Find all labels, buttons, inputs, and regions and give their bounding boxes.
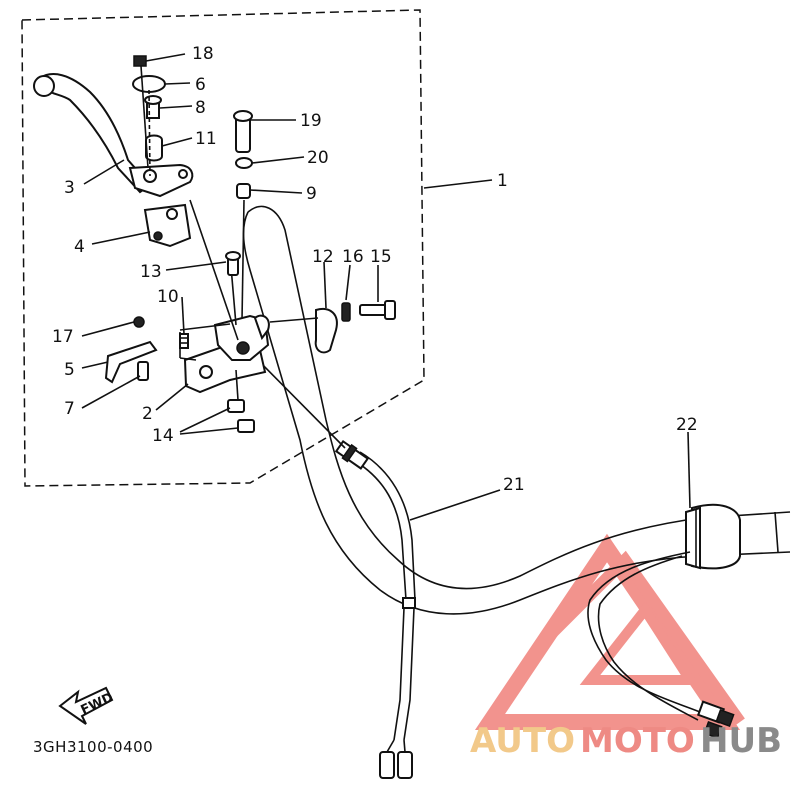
callout-11: 11 [195,129,217,149]
assembly-boundary [21,9,425,487]
callout-labels: 18 6 8 11 19 20 9 1 3 4 13 10 17 5 7 2 1… [52,44,698,495]
bracket-4 [143,203,192,248]
callout-19: 19 [300,111,322,131]
callout-10: 10 [157,287,179,307]
callout-6: 6 [195,75,206,95]
right-grip [685,503,741,570]
callout-8: 8 [195,98,206,118]
callout-20: 20 [307,148,329,168]
callout-22: 22 [676,415,698,435]
watermark-logo [474,533,745,730]
watermark-text: AUTO MOTO HUB [470,721,782,761]
lever-holder-top [128,163,194,198]
leader-lines [81,53,691,521]
diagram-code: 3GH3100-0400 [33,738,153,756]
callout-4: 4 [74,237,85,257]
watermark-auto: AUTO [470,721,575,761]
watermark-hub: HUB [700,721,782,761]
callout-7: 7 [64,399,75,419]
part-13-screw [225,251,241,276]
parts-stack-left [132,55,166,177]
switch-body [179,199,270,394]
callout-18: 18 [192,44,214,64]
callout-16: 16 [342,247,364,267]
callout-15: 15 [370,247,392,267]
callout-17: 17 [52,327,74,347]
callout-9: 9 [306,184,317,204]
callout-1: 1 [497,171,508,191]
handlebar [242,205,791,615]
part-5-bracket [104,316,158,384]
fwd-arrow-icon: FWD [58,686,116,725]
clutch-cable [247,349,416,779]
parts-stack-right [233,110,253,321]
callout-13: 13 [140,262,162,282]
callout-2: 2 [142,404,153,424]
callout-14: 14 [152,426,174,446]
clamp-parts [269,300,396,354]
switch-wiring [587,551,735,739]
clutch-lever [33,73,152,194]
part-10-spring [179,333,189,349]
callout-3: 3 [64,178,75,198]
callout-12: 12 [312,247,334,267]
watermark-moto: MOTO [580,721,695,761]
part-14-nuts [227,369,255,433]
callout-21: 21 [503,475,525,495]
callout-5: 5 [64,360,75,380]
